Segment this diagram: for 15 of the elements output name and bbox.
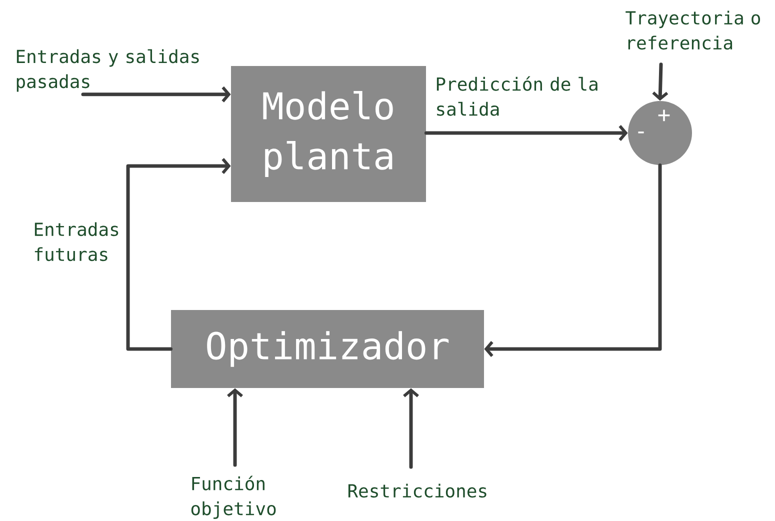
process-box: Modelo planta [231, 66, 426, 202]
arrow [484, 163, 662, 357]
input-label: Trayectoria o referencia [626, 10, 760, 50]
arrow [403, 388, 419, 469]
input-label: Restricciones [348, 484, 486, 498]
edge-label: Entradas futuras [34, 222, 118, 262]
arrow [424, 125, 628, 141]
process-box: Optimizador [171, 310, 484, 388]
input-label: Entradas y salidas pasadas [16, 49, 199, 92]
arrow [126, 158, 231, 351]
arrow [227, 388, 243, 467]
arrow [652, 62, 668, 101]
arrow [81, 86, 231, 102]
edge-label: Predicción de la salida [436, 76, 598, 116]
input-label: Función objetivo [191, 476, 276, 519]
